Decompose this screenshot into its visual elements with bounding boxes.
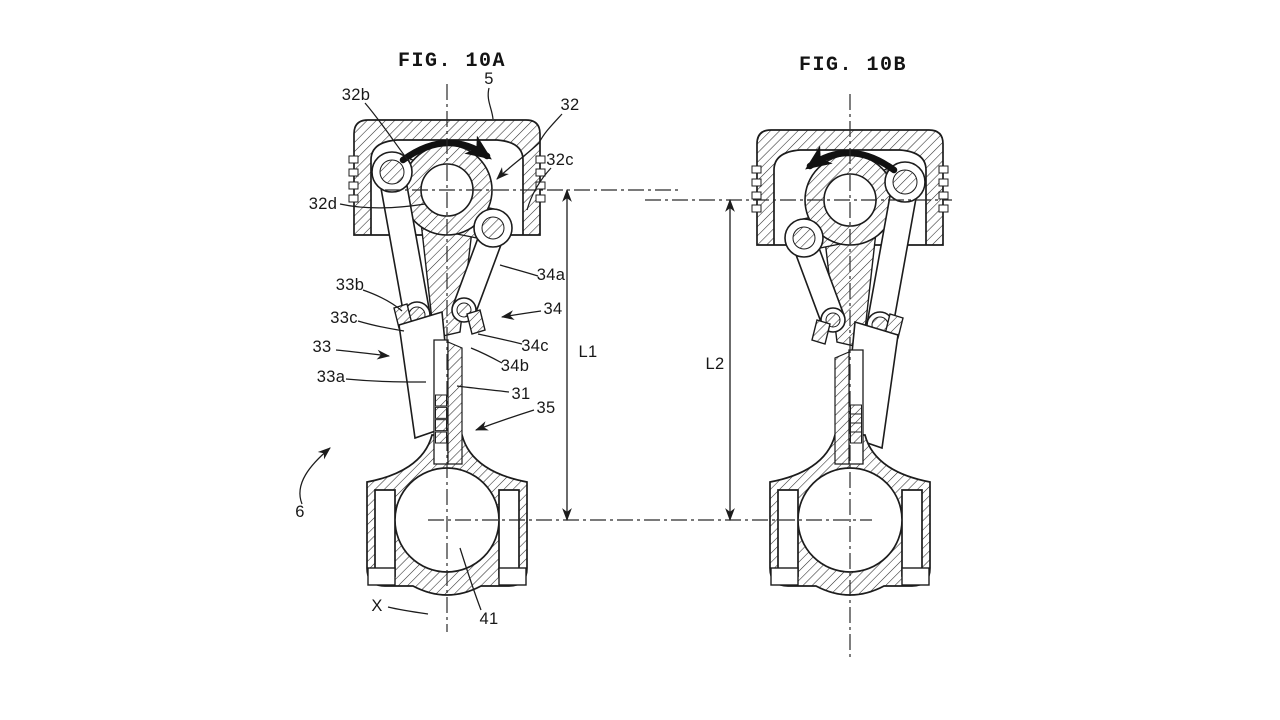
piston-ring-groove: [348, 181, 359, 190]
ref-label-5: 5: [484, 69, 494, 88]
oil-passage-detail: [435, 431, 447, 444]
oil-passage-detail: [850, 431, 862, 444]
ref-label-34b: 34b: [500, 356, 530, 375]
ref-label-34c: 34c: [521, 336, 549, 355]
leader-35: [474, 409, 535, 431]
fig-a-assembly: [348, 84, 680, 632]
ref-label-33b: 33b: [335, 275, 365, 294]
leader-34c: [477, 333, 523, 345]
piston-ring-groove: [348, 194, 359, 203]
leader-32d: [339, 203, 426, 209]
retainer-block: [466, 309, 486, 335]
leader-6: [299, 447, 331, 505]
cap-foot: [498, 567, 527, 586]
leader-41: [459, 547, 482, 611]
piston-ring-groove: [751, 204, 762, 213]
leader-x: [387, 606, 429, 615]
leader-5: [487, 87, 494, 120]
leader-31: [456, 385, 510, 393]
fig-b-title: FIG. 10B: [798, 54, 908, 77]
fig-a-title: FIG. 10A: [397, 50, 507, 73]
ref-label-31: 31: [511, 384, 531, 403]
fig-b-assembly: [645, 94, 952, 658]
piston-ring-groove: [751, 191, 762, 200]
ref-label-33: 33: [312, 337, 332, 356]
lower-pin: [792, 226, 816, 250]
upper-pin: [379, 159, 405, 185]
ref-label-x: X: [371, 596, 383, 615]
piston-ring-groove: [938, 178, 949, 187]
cap-foot: [367, 567, 396, 586]
ref-label-33a: 33a: [316, 367, 346, 386]
upper-pin: [892, 169, 918, 195]
cap-foot: [770, 567, 799, 586]
rotation-arrow: [805, 145, 898, 174]
leader-32b: [364, 102, 412, 165]
leader-32c: [526, 167, 552, 211]
dimension-label-l2: L2: [705, 354, 725, 373]
ref-label-32b: 32b: [341, 85, 371, 104]
ref-label-34: 34: [543, 299, 563, 318]
piston-ring-groove: [938, 165, 949, 174]
shank-wall: [447, 341, 463, 465]
oil-passage-detail: [435, 394, 447, 407]
leader-34a: [499, 264, 539, 277]
piston-ring-groove: [535, 194, 546, 203]
piston-ring-groove: [751, 165, 762, 174]
piston-ring-groove: [938, 191, 949, 200]
piston-ring-groove: [938, 204, 949, 213]
ref-label-41: 41: [479, 609, 499, 628]
rotation-arrow: [399, 135, 492, 164]
piston-ring-groove: [535, 168, 546, 177]
leader-33b: [362, 289, 403, 312]
dimension-label-l1: L1: [578, 342, 598, 361]
oil-passage-detail: [435, 419, 447, 432]
leader-34: [500, 310, 542, 320]
piston-ring-groove: [348, 155, 359, 164]
leader-34b: [470, 347, 503, 364]
ref-label-34a: 34a: [536, 265, 566, 284]
ref-label-6: 6: [295, 502, 305, 521]
leader-33: [335, 349, 391, 360]
piston: [756, 129, 944, 246]
piston: [353, 119, 541, 236]
ref-label-32d: 32d: [308, 194, 338, 213]
leader-32: [496, 113, 563, 180]
cap-foot: [901, 567, 930, 586]
leader-33c: [357, 320, 405, 332]
piston-ring-groove: [535, 155, 546, 164]
ref-label-32c: 32c: [546, 150, 574, 169]
retainer-block: [811, 319, 831, 345]
ref-label-33c: 33c: [330, 308, 358, 327]
leader-33a: [345, 378, 427, 383]
ref-label-35: 35: [536, 398, 556, 417]
oil-passage-detail: [435, 406, 447, 419]
piston-ring-groove: [751, 178, 762, 187]
ref-label-32: 32: [560, 95, 580, 114]
shank-wall: [834, 351, 850, 465]
piston-ring-groove: [348, 168, 359, 177]
lower-pin: [481, 216, 505, 240]
